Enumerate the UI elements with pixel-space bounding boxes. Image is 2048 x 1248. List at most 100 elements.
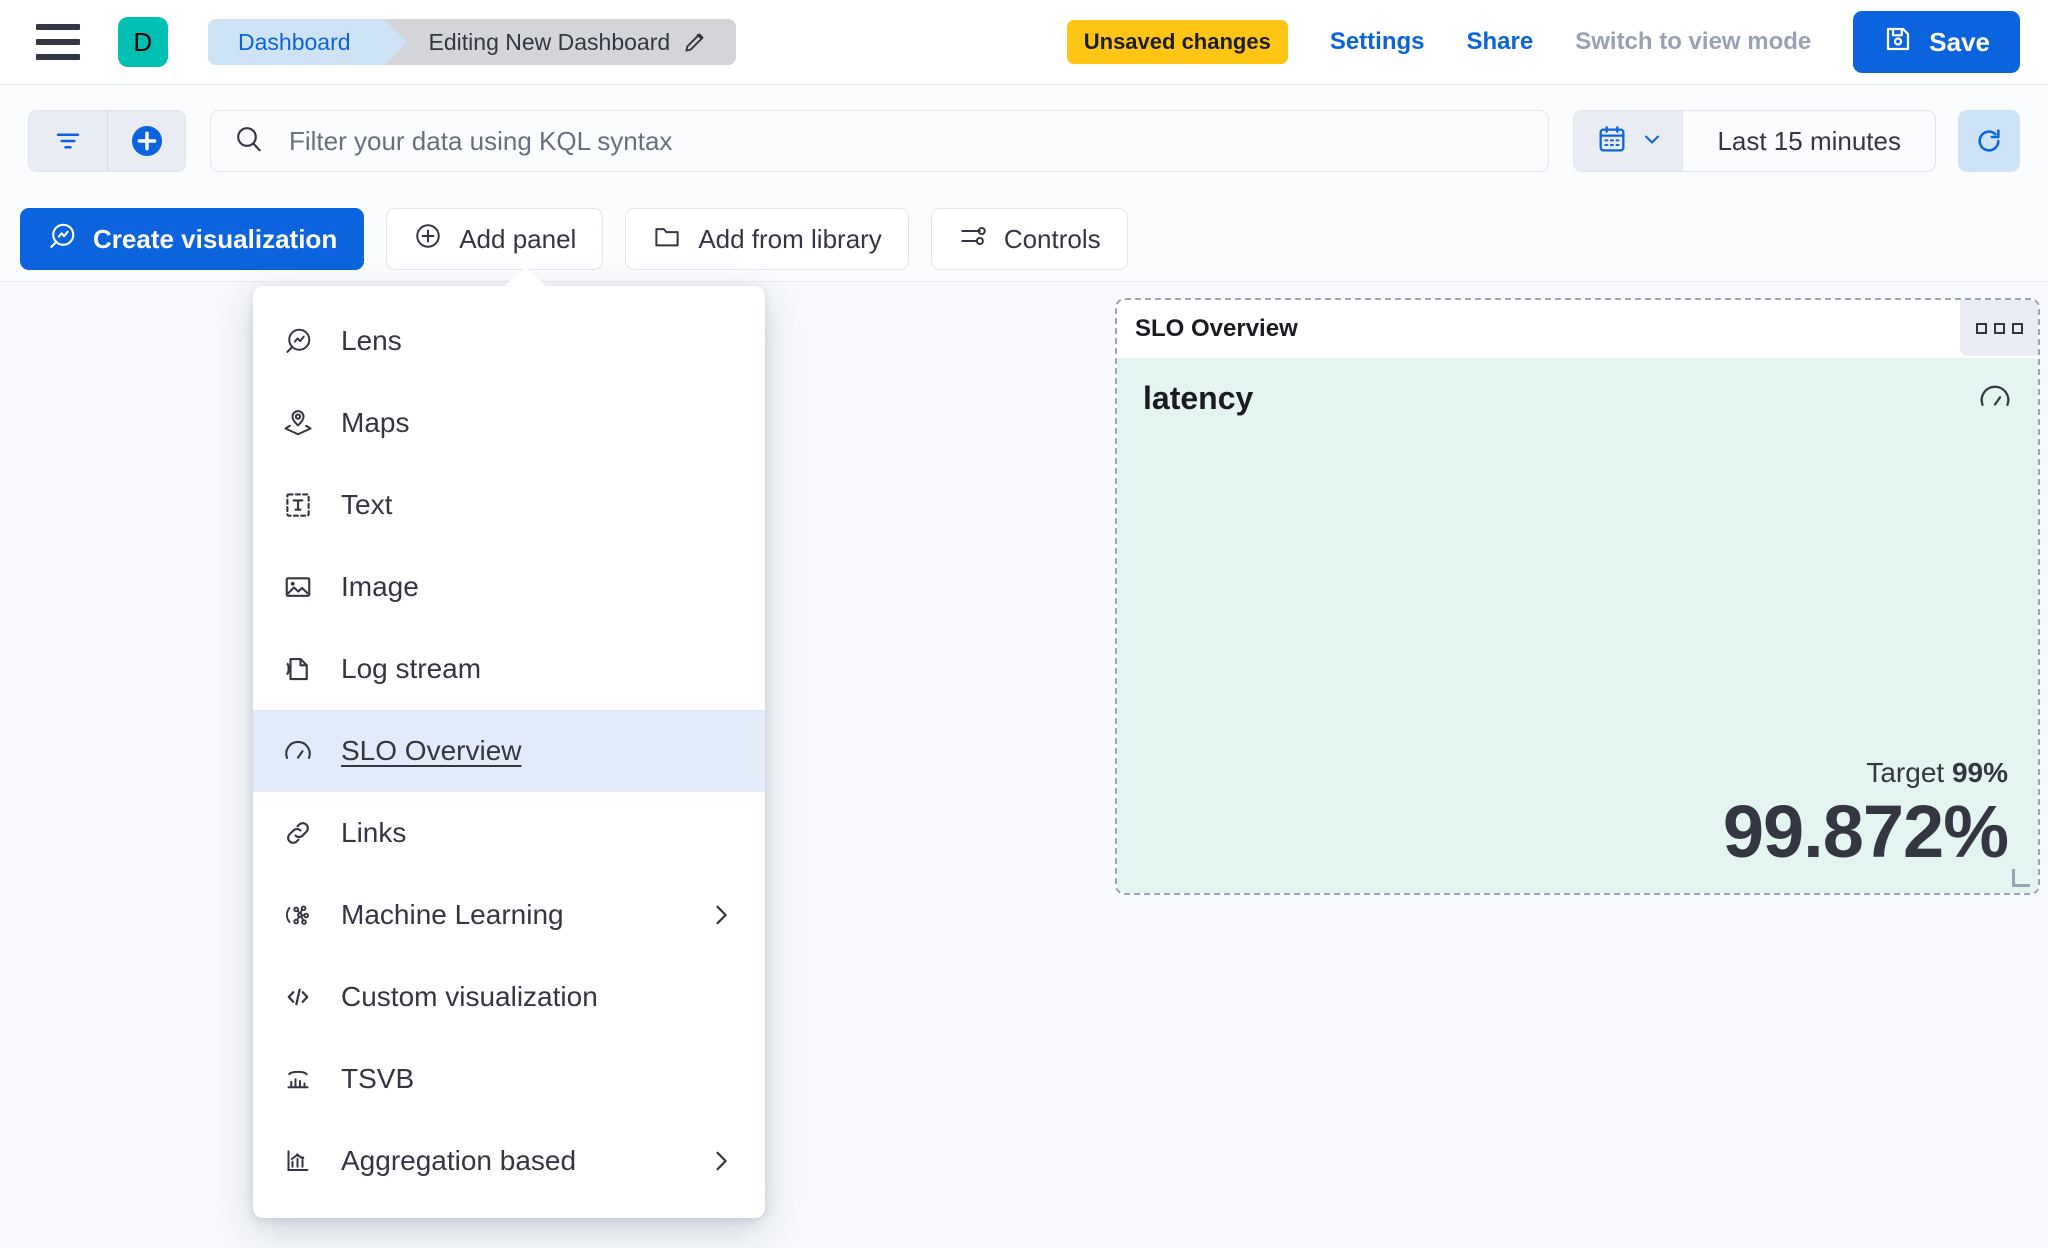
- breadcrumb-item-editing[interactable]: Editing New Dashboard: [384, 19, 737, 65]
- menu-item-text[interactable]: Text: [253, 464, 765, 546]
- slo-stats: Target 99% 99.872%: [1722, 757, 2009, 873]
- gauge-icon: [1978, 380, 2012, 419]
- share-link[interactable]: Share: [1466, 28, 1534, 55]
- create-visualization-button[interactable]: Create visualization: [20, 208, 365, 270]
- aggregation-chart-icon: [281, 1146, 315, 1176]
- menu-item-label: Lens: [341, 325, 402, 356]
- menu-item-links[interactable]: Links: [253, 792, 765, 874]
- slo-overview-panel[interactable]: SLO Overview latency Target 99% 99.872%: [1115, 298, 2040, 895]
- date-range-picker: Last 15 minutes: [1573, 110, 1936, 172]
- create-visualization-label: Create visualization: [93, 223, 338, 254]
- header-actions: Unsaved changes Settings Share Switch to…: [1066, 11, 2048, 73]
- date-range-label[interactable]: Last 15 minutes: [1717, 125, 1901, 156]
- switch-to-view-mode-link[interactable]: Switch to view mode: [1575, 28, 1812, 55]
- query-bar: Last 15 minutes: [0, 85, 2048, 197]
- save-button[interactable]: Save: [1853, 11, 2020, 73]
- slo-target-label: Target: [1866, 757, 1945, 788]
- chevron-right-icon: [707, 1147, 735, 1175]
- popover-arrow: [503, 267, 547, 287]
- context-menu-dot: [2011, 322, 2023, 334]
- hamburger-menu-icon[interactable]: [36, 24, 80, 60]
- tsvb-chart-icon: [281, 1064, 315, 1094]
- panel-context-menu-icon[interactable]: [1960, 300, 2038, 356]
- menu-item-label: Text: [341, 489, 393, 520]
- chevron-down-icon: [1640, 127, 1664, 156]
- menu-item-label: SLO Overview: [341, 735, 522, 766]
- add-from-library-button[interactable]: Add from library: [625, 208, 909, 270]
- add-panel-label: Add panel: [459, 223, 577, 254]
- status-badge-unsaved: Unsaved changes: [1066, 20, 1288, 64]
- add-panel-button[interactable]: Add panel: [386, 208, 604, 270]
- panel-title: SLO Overview: [1135, 315, 1298, 342]
- filter-button-group: [28, 110, 186, 172]
- breadcrumb-label: Editing New Dashboard: [428, 28, 671, 55]
- menu-item-label: Log stream: [341, 653, 482, 684]
- controls-icon: [958, 221, 988, 258]
- breadcrumb-label: Dashboard: [238, 28, 351, 55]
- search-input[interactable]: [289, 125, 1527, 157]
- folder-icon: [652, 221, 682, 258]
- controls-label: Controls: [1003, 223, 1101, 254]
- menu-item-label: Image: [341, 571, 419, 602]
- text-box-icon: [281, 490, 315, 520]
- machine-learning-icon: [281, 900, 315, 930]
- menu-item-aggregation-based[interactable]: Aggregation based: [253, 1120, 765, 1202]
- search-icon: [233, 123, 265, 160]
- menu-item-machine-learning[interactable]: Machine Learning: [253, 874, 765, 956]
- menu-item-slo-overview[interactable]: SLO Overview: [253, 710, 765, 792]
- link-icon: [281, 818, 315, 848]
- menu-item-label: Custom visualization: [341, 981, 598, 1012]
- calendar-icon: [1596, 123, 1628, 160]
- save-disk-icon: [1883, 24, 1913, 61]
- context-menu-dot: [1993, 322, 2005, 334]
- slo-current-value: 99.872%: [1722, 790, 2009, 873]
- menu-item-label: Maps: [341, 407, 410, 438]
- query-input-wrapper[interactable]: [210, 110, 1550, 172]
- map-marker-layers-icon: [281, 408, 315, 438]
- menu-item-label: TSVB: [341, 1063, 415, 1094]
- pencil-icon[interactable]: [682, 29, 708, 55]
- menu-item-lens[interactable]: Lens: [253, 300, 765, 382]
- add-filter-button[interactable]: [107, 111, 185, 171]
- add-from-library-label: Add from library: [698, 223, 882, 254]
- refresh-button[interactable]: [1958, 110, 2020, 172]
- slo-name: latency: [1143, 380, 1254, 416]
- menu-item-maps[interactable]: Maps: [253, 382, 765, 464]
- filter-lines-icon[interactable]: [29, 111, 107, 171]
- top-header: D Dashboard Editing New Dashboard Unsave…: [0, 0, 2048, 85]
- menu-item-image[interactable]: Image: [253, 546, 765, 628]
- hamburger-bar: [36, 24, 80, 30]
- context-menu-dot: [1975, 322, 1987, 334]
- code-icon: [281, 982, 315, 1012]
- panel-header: SLO Overview: [1117, 300, 2038, 358]
- panel-body: latency Target 99% 99.872%: [1117, 358, 2038, 893]
- menu-item-custom-visualization[interactable]: Custom visualization: [253, 956, 765, 1038]
- space-avatar[interactable]: D: [118, 17, 168, 67]
- hamburger-bar: [36, 39, 80, 45]
- image-icon: [281, 572, 315, 602]
- save-button-label: Save: [1929, 26, 1990, 57]
- menu-item-tsvb[interactable]: TSVB: [253, 1038, 765, 1120]
- gauge-icon: [281, 736, 315, 766]
- menu-item-label: Links: [341, 817, 407, 848]
- add-panel-menu: Lens Maps Text Image: [253, 267, 765, 1218]
- slo-body-header: latency: [1143, 380, 2012, 419]
- panel-resize-handle[interactable]: [2012, 869, 2030, 887]
- controls-button[interactable]: Controls: [930, 208, 1128, 270]
- editing-toolbar: Create visualization Add panel Add from …: [0, 197, 2048, 282]
- date-quick-select-button[interactable]: [1574, 111, 1684, 171]
- log-stream-icon: [281, 654, 315, 684]
- lens-icon: [47, 221, 77, 258]
- slo-target-row: Target 99%: [1723, 757, 2008, 789]
- chevron-right-icon: [707, 901, 735, 929]
- plus-circle-icon: [413, 221, 443, 258]
- hamburger-bar: [36, 54, 80, 60]
- menu-item-label: Machine Learning: [341, 899, 564, 930]
- breadcrumb: Dashboard Editing New Dashboard: [208, 19, 737, 65]
- menu-item-log-stream[interactable]: Log stream: [253, 628, 765, 710]
- settings-link[interactable]: Settings: [1329, 28, 1425, 55]
- lens-icon: [281, 326, 315, 356]
- slo-target-value: 99%: [1951, 757, 2008, 788]
- menu-item-label: Aggregation based: [341, 1145, 577, 1176]
- breadcrumb-item-dashboard[interactable]: Dashboard: [208, 19, 407, 65]
